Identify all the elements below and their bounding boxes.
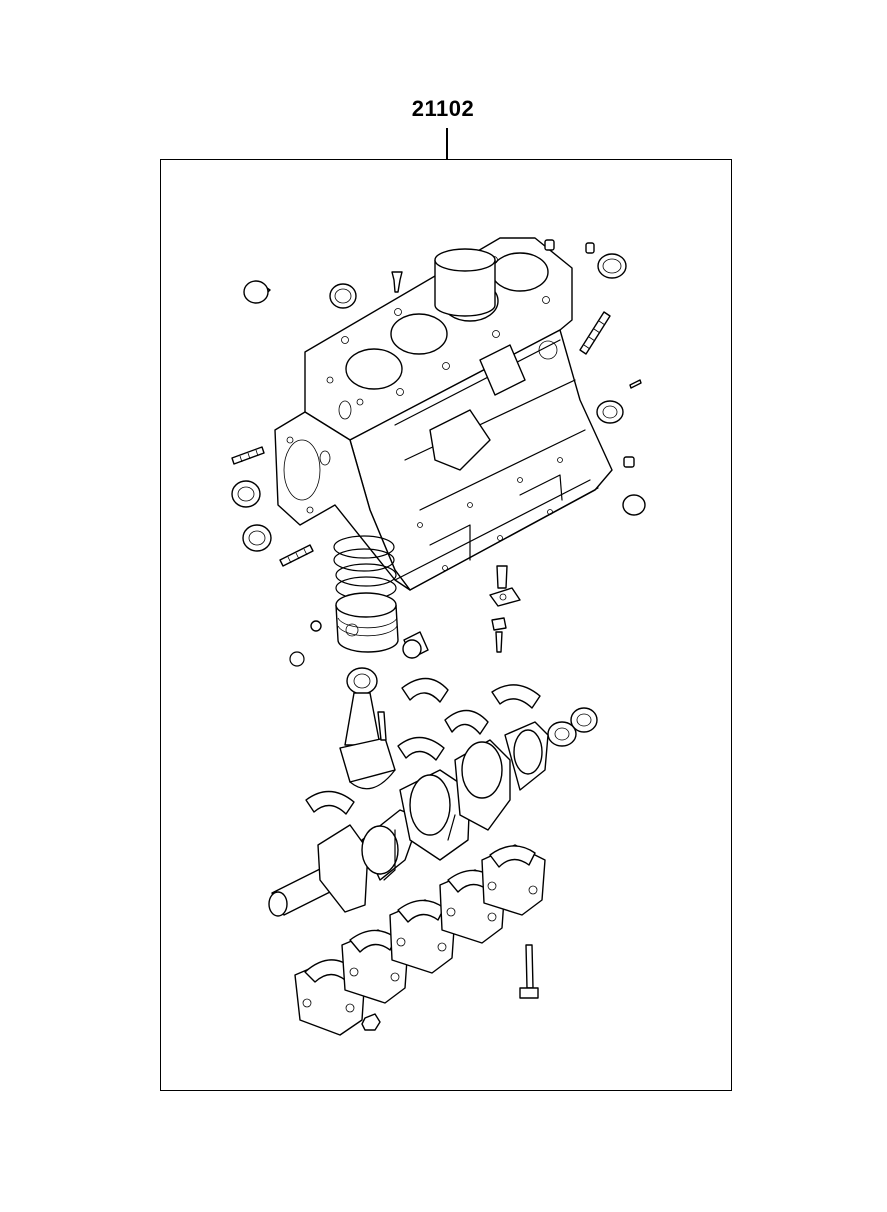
bush-left[interactable] bbox=[231, 480, 261, 508]
piston-pin[interactable] bbox=[402, 631, 429, 659]
thrust-washers[interactable] bbox=[547, 707, 598, 747]
core-plug-lower-right[interactable] bbox=[622, 494, 646, 516]
cylinder-bore-2 bbox=[390, 313, 448, 355]
oil-jet[interactable] bbox=[489, 565, 521, 653]
connecting-rod[interactable] bbox=[339, 667, 396, 790]
cylinder-bore-1 bbox=[345, 348, 403, 390]
cylinder-bore-4 bbox=[491, 252, 549, 292]
dowel-right-small[interactable] bbox=[623, 456, 635, 468]
cylinder-sleeve[interactable] bbox=[434, 248, 496, 317]
piston[interactable] bbox=[335, 592, 399, 653]
stud-left-upper[interactable] bbox=[231, 446, 265, 465]
main-bearing-cap-bolt[interactable] bbox=[519, 944, 539, 999]
bearing-shell-2[interactable] bbox=[491, 684, 541, 709]
bearing-shell-1[interactable] bbox=[401, 677, 449, 703]
bearing-bush-right[interactable] bbox=[596, 400, 624, 424]
pin-right[interactable] bbox=[629, 379, 642, 389]
part-number-label[interactable]: 21102 bbox=[411, 96, 475, 121]
bush-left-lower[interactable] bbox=[242, 524, 272, 552]
connecting-rod-bolt[interactable] bbox=[377, 711, 387, 741]
bolt-top[interactable] bbox=[391, 271, 403, 293]
assembly-frame bbox=[160, 159, 732, 1091]
bearing-shell-3[interactable] bbox=[444, 709, 489, 735]
snap-ring-left[interactable] bbox=[289, 620, 322, 667]
core-plug-right[interactable] bbox=[597, 253, 627, 279]
stud-right[interactable] bbox=[579, 311, 611, 355]
cylinder-block[interactable] bbox=[274, 237, 613, 591]
leader-line bbox=[446, 128, 448, 160]
stud-left-lower[interactable] bbox=[279, 544, 314, 567]
main-bearing-cap-5[interactable] bbox=[481, 844, 546, 916]
nut-bottom[interactable] bbox=[361, 1013, 381, 1031]
bearing-shell-4[interactable] bbox=[397, 736, 445, 761]
main-bearing-cap-3[interactable] bbox=[389, 899, 456, 974]
dowel-pin-top[interactable] bbox=[544, 239, 595, 254]
crankshaft[interactable] bbox=[268, 721, 549, 917]
bearing-shell-5[interactable] bbox=[305, 790, 355, 815]
piston-rings[interactable] bbox=[333, 535, 397, 600]
core-plug-2[interactable] bbox=[329, 283, 357, 309]
core-plug-left[interactable] bbox=[243, 280, 271, 304]
